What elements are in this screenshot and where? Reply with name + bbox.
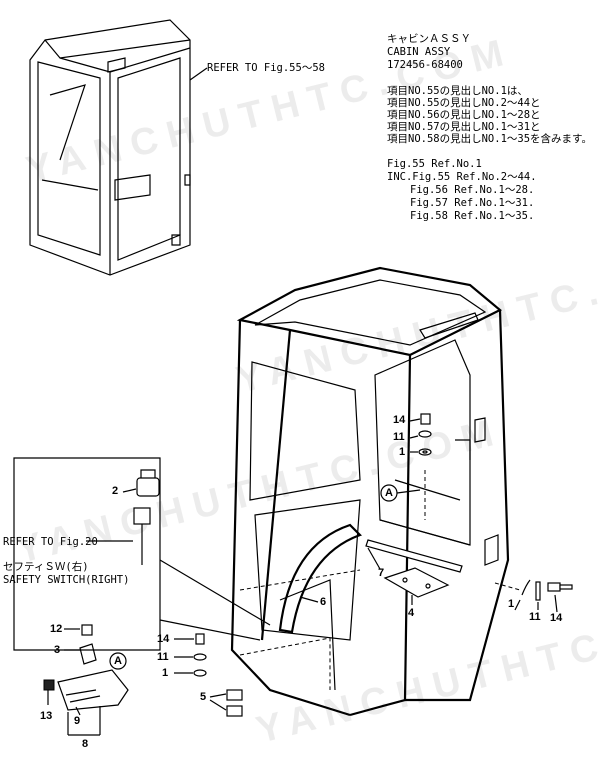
inner-bolt-stack bbox=[418, 413, 432, 456]
callout-13: 13 bbox=[40, 710, 53, 722]
callout-1: 1 bbox=[508, 598, 515, 610]
part-5-block bbox=[226, 705, 243, 717]
ref-circle-A bbox=[109, 652, 127, 670]
leader-line bbox=[189, 67, 208, 81]
callout-5: 5 bbox=[200, 691, 207, 703]
callout-7: 7 bbox=[378, 567, 385, 579]
refer-label-fig55-58: REFER TO Fig.55～58 bbox=[207, 62, 325, 74]
note-jp-line: 項目NO.55の見出しNO.1は、 bbox=[387, 85, 528, 97]
callout-1: 1 bbox=[399, 446, 406, 458]
callout-11: 11 bbox=[529, 611, 541, 623]
note-jp-line: 項目NO.57の見出しNO.1～31と bbox=[387, 121, 541, 133]
callout-14: 14 bbox=[157, 633, 170, 645]
note-jp-line: 項目NO.56の見出しNO.1～28と bbox=[387, 109, 541, 121]
refer-label-fig20: REFER TO Fig.20 bbox=[3, 536, 98, 548]
callout-11: 11 bbox=[393, 431, 405, 443]
part-number: 172456-68400 bbox=[387, 59, 463, 71]
callout-14: 14 bbox=[393, 414, 406, 426]
note-en-line: Fig.57 Ref.No.1～31. bbox=[410, 197, 535, 209]
note-en-line: Fig.56 Ref.No.1～28. bbox=[410, 184, 535, 196]
callout-9: 9 bbox=[74, 715, 81, 727]
safety-switch-label-jp: セフティＳＷ(右) bbox=[3, 561, 89, 573]
callout-A: A bbox=[385, 487, 393, 499]
note-en-line: Fig.58 Ref.No.1～35. bbox=[410, 210, 535, 222]
left-bottom-hardware bbox=[193, 633, 207, 677]
callout-1: 1 bbox=[162, 667, 169, 679]
callout-12: 12 bbox=[50, 623, 63, 635]
right-side-hardware bbox=[521, 579, 573, 601]
note-jp-line: 項目NO.55の見出しNO.2～44と bbox=[387, 97, 541, 109]
callout-4: 4 bbox=[408, 607, 415, 619]
safety-switch-group bbox=[43, 624, 129, 711]
callout-A: A bbox=[114, 655, 122, 667]
callout-frame bbox=[13, 457, 161, 651]
callout-14: 14 bbox=[550, 612, 563, 624]
title-en: CABIN ASSY bbox=[387, 46, 451, 58]
callout-8: 8 bbox=[82, 738, 89, 750]
main-cabin-illustration bbox=[230, 266, 510, 717]
part-4-plate bbox=[383, 567, 450, 598]
safety-switch-label-en: SAFETY SWITCH(RIGHT) bbox=[3, 574, 130, 586]
note-en-line: Fig.55 Ref.No.1 bbox=[387, 158, 482, 170]
callout-3: 3 bbox=[54, 644, 61, 656]
part-7-strip bbox=[365, 539, 463, 573]
note-en-line: INC.Fig.55 Ref.No.2～44. bbox=[387, 171, 537, 183]
callout-6: 6 bbox=[320, 596, 327, 608]
part-5-block bbox=[226, 689, 243, 701]
callout-2: 2 bbox=[112, 485, 119, 497]
title-jp: キャビンＡＳＳＹ bbox=[387, 33, 471, 45]
callout-11: 11 bbox=[157, 651, 169, 663]
small-cabin-illustration bbox=[29, 19, 191, 276]
note-jp-line: 項目NO.58の見出しNO.1～35を含みます。 bbox=[387, 133, 592, 145]
part-6-trim bbox=[278, 523, 362, 634]
